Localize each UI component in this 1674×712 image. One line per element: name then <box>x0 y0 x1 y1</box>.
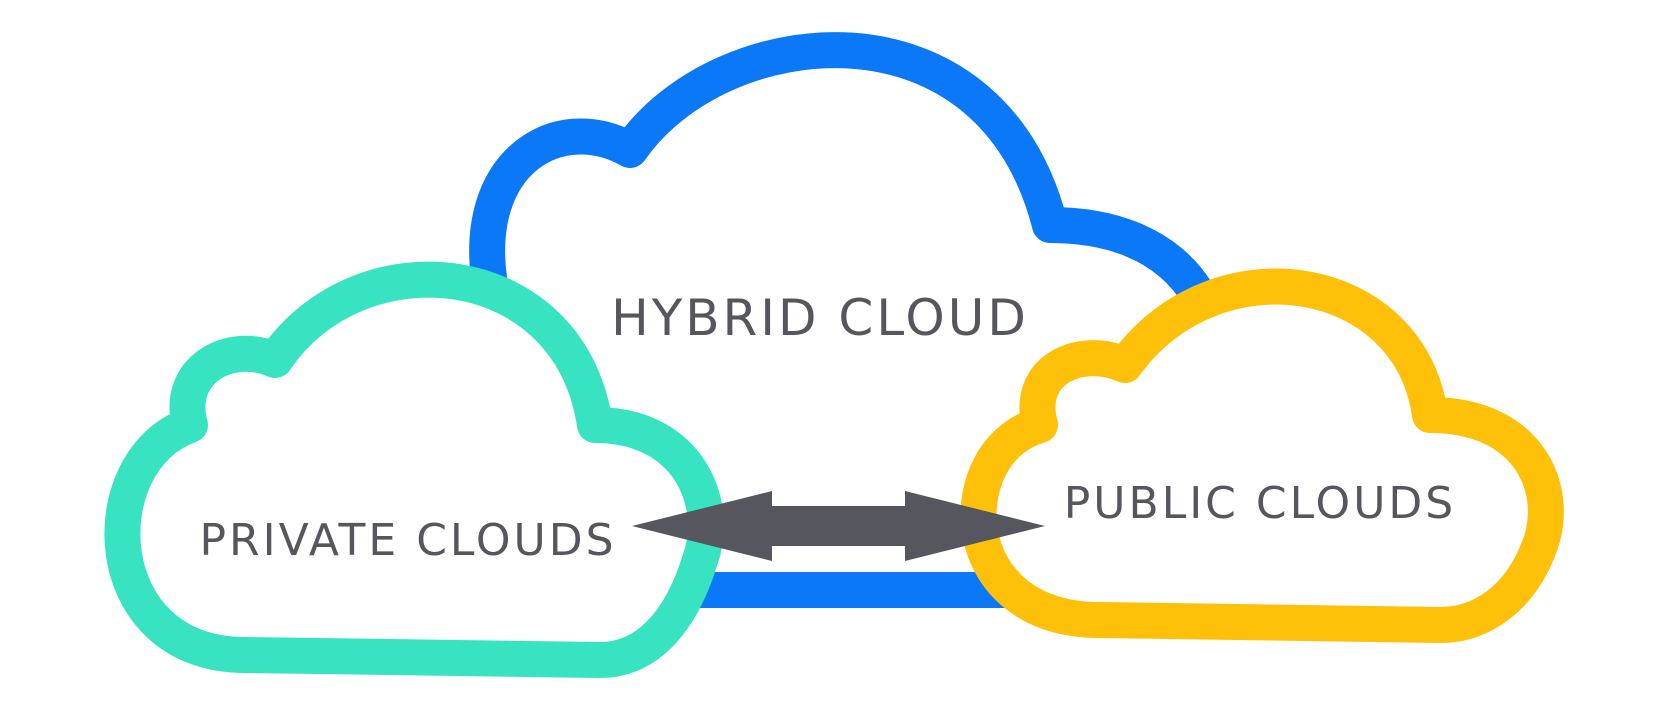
public-cloud-icon <box>960 268 1564 643</box>
private-cloud: PRIVATE CLOUDS <box>104 261 724 678</box>
hybrid-cloud-label: HYBRID CLOUD <box>611 289 1029 347</box>
double-arrow-icon <box>632 491 1045 561</box>
public-cloud: PUBLIC CLOUDS <box>960 268 1564 643</box>
private-cloud-label: PRIVATE CLOUDS <box>199 515 616 566</box>
private-cloud-icon <box>104 261 724 678</box>
public-cloud-label: PUBLIC CLOUDS <box>1064 478 1456 529</box>
